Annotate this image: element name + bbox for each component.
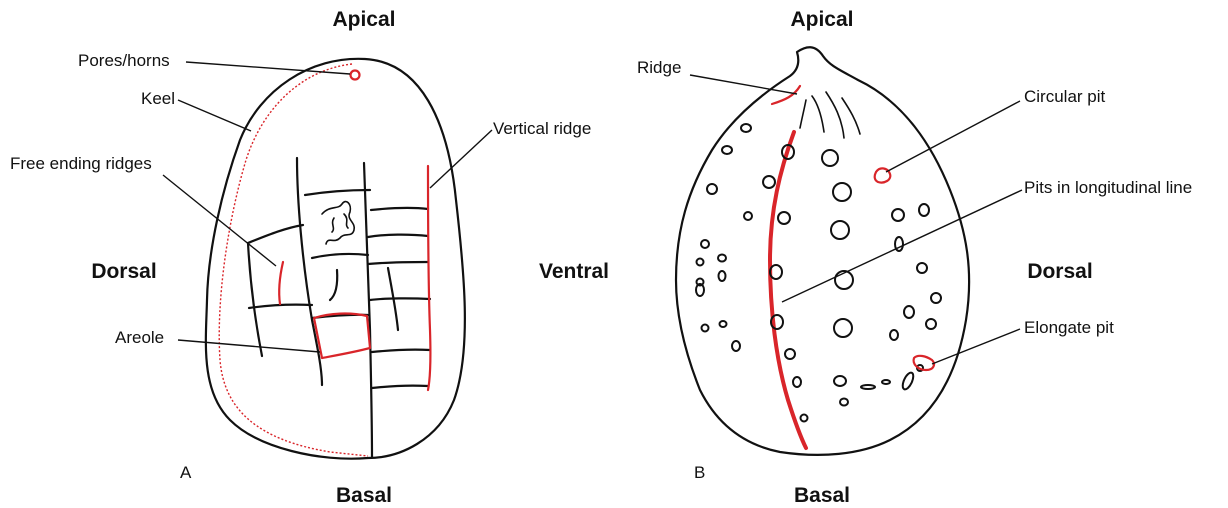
panel-a-letter: A xyxy=(180,463,192,482)
panel-a-ridge-network-14 xyxy=(330,270,337,300)
panel-a-squiggle xyxy=(322,202,354,244)
panel-a-ridge-network-16 xyxy=(372,386,428,388)
label-free-ending-ridges: Free ending ridges xyxy=(10,154,152,173)
leader-keel xyxy=(178,100,251,131)
panel-a-apical-label: Apical xyxy=(332,8,395,31)
panel-a-vertical-ridge xyxy=(428,166,430,390)
panel-a: Apical Basal Dorsal Ventral A xyxy=(10,8,609,507)
panel-b-pits xyxy=(696,124,941,422)
panel-a-ridge-network-11 xyxy=(370,298,430,300)
leader-ridge xyxy=(690,75,797,94)
panel-a-pore-marker xyxy=(351,71,360,80)
panel-a-ventral-label: Ventral xyxy=(539,260,609,283)
leader-circular-pit xyxy=(886,101,1020,172)
pit xyxy=(707,184,717,194)
panel-a-seed-outline xyxy=(206,59,465,459)
panel-a-ridge-network-4 xyxy=(371,208,428,210)
pit xyxy=(763,176,775,188)
pit xyxy=(720,321,727,327)
panel-b-seed-outline xyxy=(676,47,969,455)
pit xyxy=(834,319,852,337)
panel-b-dorsal-label: Dorsal xyxy=(1027,260,1092,283)
panel-a-ridge-network-2 xyxy=(364,163,372,457)
pit xyxy=(785,349,795,359)
panel-a-free-ending-ridge xyxy=(279,262,283,304)
label-elongate-pit: Elongate pit xyxy=(1024,318,1114,337)
panel-b-letter: B xyxy=(694,463,705,482)
pit xyxy=(833,183,851,201)
panel-a-basal-label: Basal xyxy=(336,484,392,507)
panel-a-ridge-network-7 xyxy=(368,235,428,237)
panel-b-apical-ridge-2 xyxy=(826,92,844,138)
pit xyxy=(822,150,838,166)
panel-b: Apical Basal Dorsal B xyxy=(637,8,1192,507)
pit xyxy=(917,263,927,273)
pit xyxy=(901,371,916,391)
pit xyxy=(861,385,875,389)
pit xyxy=(904,306,914,318)
pit xyxy=(702,325,709,332)
leader-free-ending-ridges xyxy=(163,175,276,266)
leader-vertical-ridge xyxy=(430,130,492,188)
pit xyxy=(801,415,808,422)
pit xyxy=(719,271,726,281)
pit xyxy=(744,212,752,220)
pit xyxy=(741,124,751,132)
leader-elongate-pit xyxy=(932,329,1020,364)
pit xyxy=(697,259,704,266)
pit xyxy=(701,240,709,248)
pit xyxy=(882,380,890,384)
panel-b-apical-label: Apical xyxy=(790,8,853,31)
pit xyxy=(919,204,929,216)
panel-b-apical-ridge-3 xyxy=(842,98,860,134)
panel-a-ridge-network-10 xyxy=(249,305,312,308)
panel-a-ridge-network-8 xyxy=(368,262,428,264)
label-pores-horns: Pores/horns xyxy=(78,51,170,70)
pit xyxy=(834,376,846,386)
leader-pits-longitudinal xyxy=(782,190,1022,302)
label-pits-longitudinal: Pits in longitudinal line xyxy=(1024,178,1192,197)
label-vertical-ridge: Vertical ridge xyxy=(493,119,591,138)
panel-b-basal-label: Basal xyxy=(794,484,850,507)
pit xyxy=(793,377,801,387)
label-keel: Keel xyxy=(141,89,175,108)
label-circular-pit: Circular pit xyxy=(1024,87,1106,106)
leader-areole xyxy=(178,340,320,352)
pit xyxy=(892,209,904,221)
panel-a-ridge-network-9 xyxy=(248,243,262,356)
pit xyxy=(778,212,790,224)
panel-a-ridge-network-12 xyxy=(372,350,430,352)
pit xyxy=(926,319,936,329)
panel-b-apical-ridge-1 xyxy=(812,96,824,132)
pit xyxy=(718,255,726,262)
panel-a-keel-line xyxy=(219,64,368,456)
panel-a-areole-outline xyxy=(314,314,370,358)
pit xyxy=(931,293,941,303)
pit xyxy=(722,146,732,154)
pit xyxy=(890,330,898,340)
label-areole: Areole xyxy=(115,328,164,347)
pit xyxy=(840,399,848,406)
pit xyxy=(831,221,849,239)
label-ridge: Ridge xyxy=(637,58,681,77)
panel-a-dorsal-label: Dorsal xyxy=(91,260,156,283)
pit xyxy=(732,341,740,351)
panel-b-apical-ridge-4 xyxy=(800,100,806,128)
panel-b-apical-ridge-red xyxy=(772,86,800,104)
panel-a-ridge-network-5 xyxy=(248,225,303,243)
panel-a-ridge-network-3 xyxy=(305,190,370,195)
panel-a-ridge-network-6 xyxy=(312,254,368,258)
